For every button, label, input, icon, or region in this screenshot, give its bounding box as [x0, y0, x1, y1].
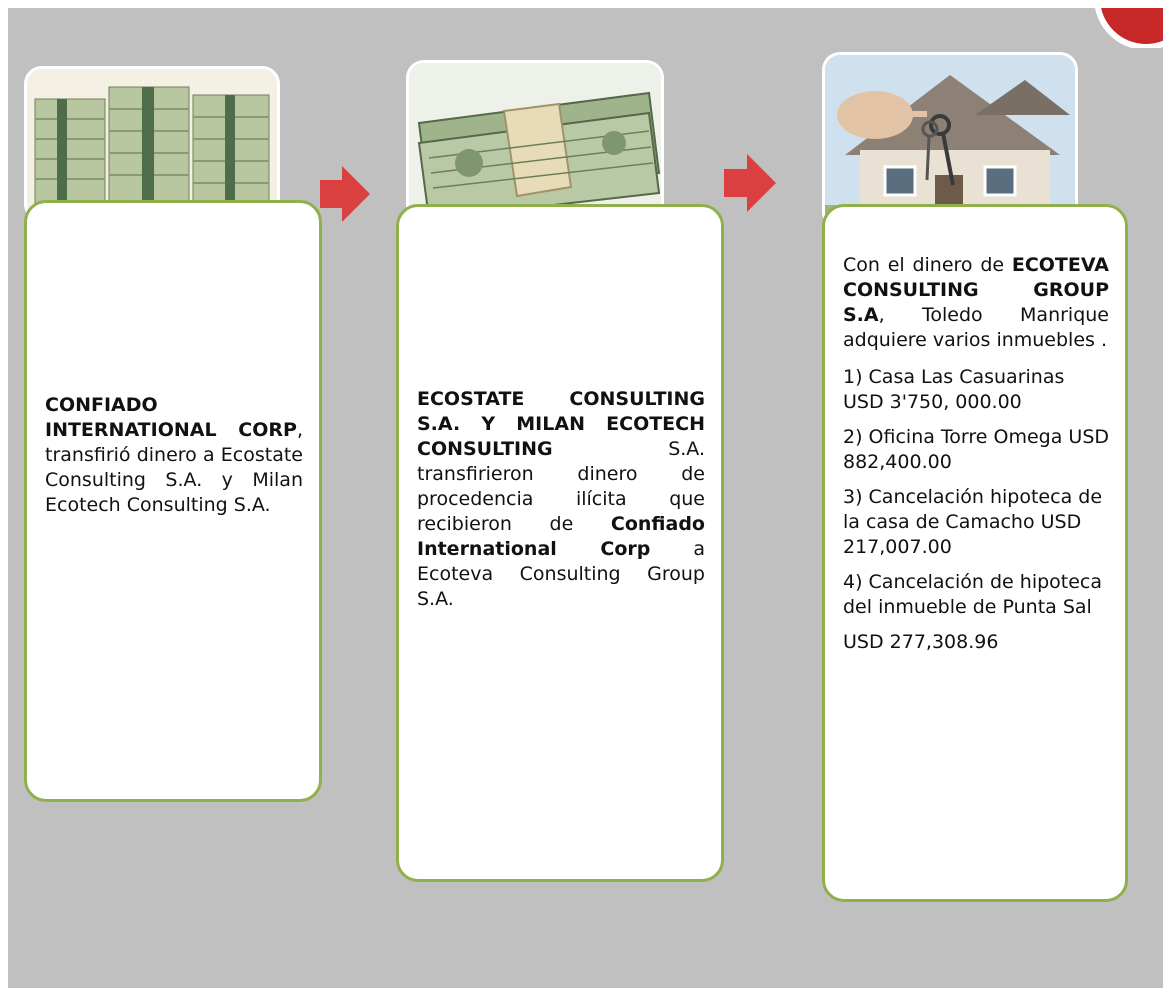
step2-text: ECOSTATE CONSULTING S.A. Y MILAN ECOTECH…	[417, 387, 705, 612]
step3-intro-b: , Toledo Manrique adquiere varios inmueb…	[843, 304, 1109, 351]
step1-bold-name: CONFIADO INTERNATIONAL CORP	[45, 394, 297, 441]
arrow-right-icon	[320, 166, 370, 222]
money-stacks-image	[24, 66, 280, 222]
step3-bold-name: ECOTEVA CONSULTING GROUP S.A	[843, 254, 1109, 326]
step3-intro: Con el dinero de ECOTEVA CONSULTING GROU…	[843, 253, 1109, 353]
list-item: 2) Oficina Torre Omega USD 882,400.00	[843, 426, 1110, 473]
step1-card: CONFIADO INTERNATIONAL CORP, transfirió …	[24, 200, 322, 802]
step2-bold-source: Confiado International Corp	[417, 513, 705, 560]
money-bundle-image	[406, 60, 664, 222]
step2-body-a: S.A. transfirieron dinero de procedencia…	[417, 438, 705, 535]
step2-bold-name: ECOSTATE CONSULTING S.A. Y MILAN ECOTECH…	[417, 388, 705, 460]
step3-intro-a: Con el dinero de	[843, 254, 1012, 276]
step1-body: , transfirió dinero a Ecostate Consultin…	[45, 419, 303, 516]
corner-logo-icon	[1094, 8, 1163, 48]
list-item: 3) Cancelación hipoteca de la casa de Ca…	[843, 486, 1103, 558]
step1-text: CONFIADO INTERNATIONAL CORP, transfirió …	[45, 393, 303, 518]
slide-canvas: CONFIADO INTERNATIONAL CORP, transfirió …	[8, 8, 1163, 988]
arrow-right-icon	[724, 154, 776, 212]
list-item: 4) Cancelación de hipoteca del inmueble …	[843, 571, 1103, 618]
step2-body-b: a Ecoteva Consulting Group S.A.	[417, 538, 705, 610]
list-item-amount: USD 277,308.96	[843, 631, 999, 653]
step3-card: Con el dinero de ECOTEVA CONSULTING GROU…	[822, 204, 1128, 902]
list-item: 1) Casa Las Casuarinas USD 3'750, 000.00	[843, 366, 1065, 413]
step3-property-list: 1) Casa Las Casuarinas USD 3'750, 000.00…	[843, 365, 1109, 655]
step2-card: ECOSTATE CONSULTING S.A. Y MILAN ECOTECH…	[396, 204, 724, 882]
